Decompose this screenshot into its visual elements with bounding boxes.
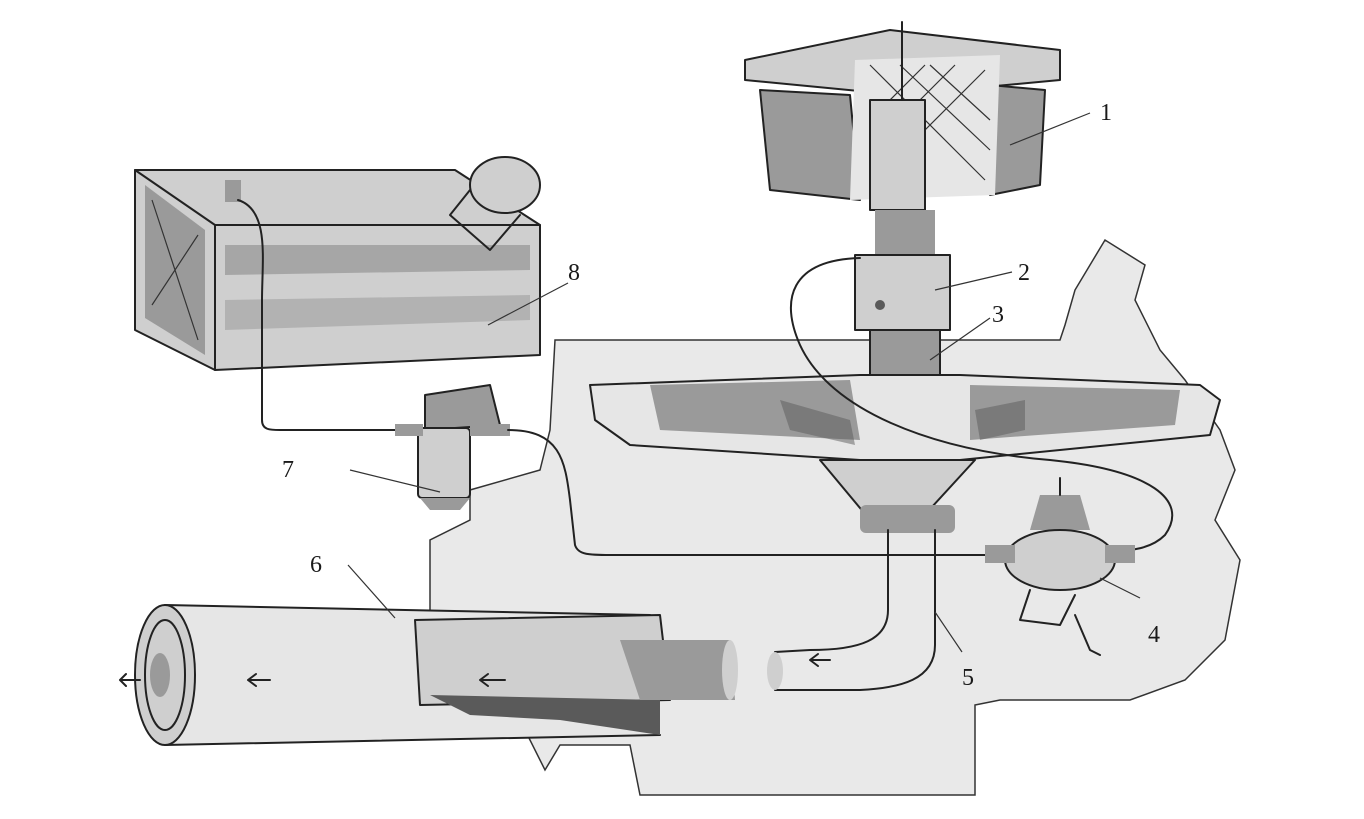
leader-line-8 <box>487 282 569 326</box>
fuel-pump <box>985 477 1135 656</box>
callout-2: 2 <box>1018 260 1030 286</box>
fuel-line-tank-to-filter <box>237 199 411 431</box>
carburetor <box>854 210 951 376</box>
leader-line-4 <box>1099 577 1141 599</box>
fuel-filter <box>395 384 510 510</box>
callout-7: 7 <box>282 457 294 483</box>
muffler <box>119 604 738 746</box>
exhaust-pipe-end <box>767 652 783 690</box>
callout-1: 1 <box>1100 100 1112 126</box>
leader-line-3 <box>929 317 991 361</box>
leader-line-7 <box>349 469 441 493</box>
fuel-line-filter-to-pump <box>507 429 986 556</box>
air-cleaner <box>744 21 1061 211</box>
callout-3: 3 <box>992 302 1004 328</box>
callout-4: 4 <box>1148 622 1160 648</box>
leader-line-6 <box>347 564 396 619</box>
callout-6: 6 <box>310 552 322 578</box>
callout-8: 8 <box>568 260 580 286</box>
fuel-tank <box>134 156 541 371</box>
leader-line-2 <box>934 271 1013 291</box>
exhaust-downpipe <box>774 529 936 691</box>
flow-arrow <box>809 653 831 667</box>
intake-manifold <box>589 374 1221 533</box>
leader-line-5 <box>934 611 963 653</box>
leader-line-1 <box>1009 112 1091 146</box>
callout-5: 5 <box>962 665 974 691</box>
fuel-line-pump-to-carburetor <box>789 257 1174 554</box>
